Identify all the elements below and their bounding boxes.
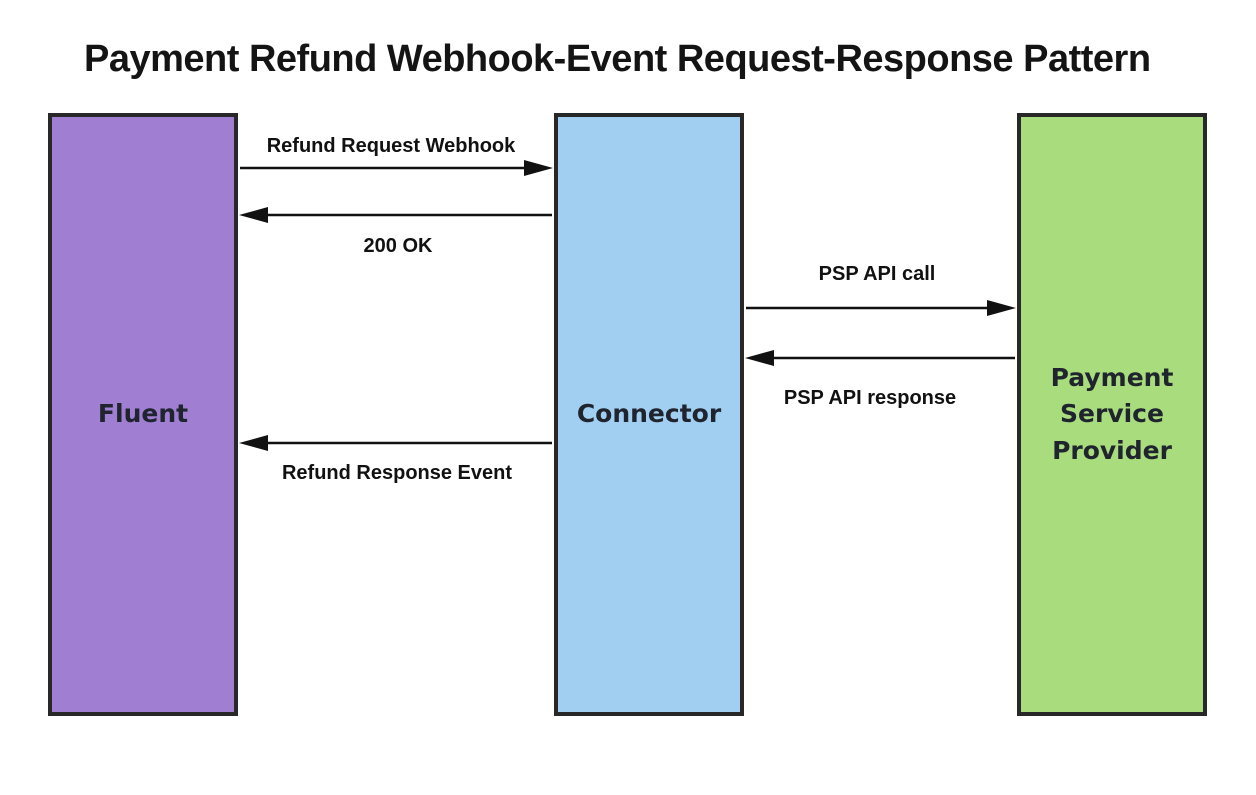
diagram-title: Payment Refund Webhook-Event Request-Res… [84,38,1151,80]
psp-api-response-arrowhead-icon [745,350,774,366]
refund-request-webhook-arrowhead-icon [524,160,553,176]
refund-request-webhook-arrow [240,160,553,176]
actor-label-fluent: Fluent [97,399,189,429]
message-label-psp-api-response: PSP API response [783,387,957,409]
refund-response-event-arrowhead-icon [239,435,268,451]
actor-box-payment-service-provider: Payment Service Provider [1017,113,1207,716]
refund-response-event-arrow [239,435,552,451]
message-label-psp-api-call: PSP API call [818,263,936,285]
actor-label-connector: Connector [576,399,722,429]
actor-label-payment-service-provider: Payment Service Provider [1050,363,1174,465]
psp-api-call-arrowhead-icon [987,300,1016,316]
message-label-refund-request-webhook: Refund Request Webhook [266,135,516,157]
actor-box-fluent: Fluent [48,113,238,716]
actor-box-connector: Connector [554,113,744,716]
ok-200-arrow [239,207,552,223]
ok-200-arrowhead-icon [239,207,268,223]
psp-api-call-arrow [746,300,1016,316]
psp-api-response-arrow [745,350,1015,366]
message-label-200-ok: 200 OK [363,235,433,257]
message-label-refund-response-event: Refund Response Event [281,462,513,484]
